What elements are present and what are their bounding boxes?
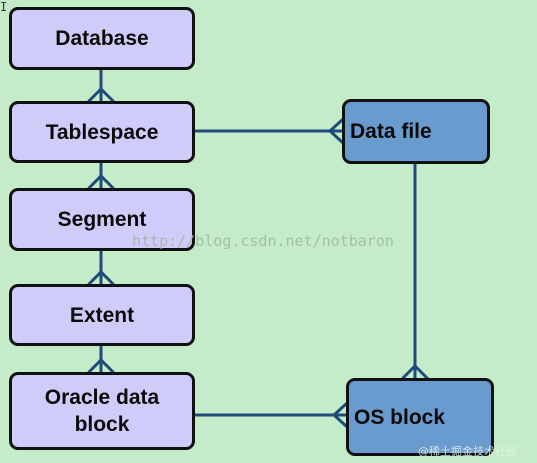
tablespace-label: Tablespace — [45, 120, 159, 144]
segment-box: Segment — [9, 188, 195, 251]
os-block-label: OS block — [354, 405, 446, 429]
crowfoot-datafile-left — [327, 118, 344, 144]
watermark-url: http://blog.csdn.net/notbaron — [132, 232, 394, 250]
os-block-box: OS block — [346, 378, 494, 456]
crowfoot-tablespace-top — [87, 86, 115, 103]
oracle-data-block-label-line1: Oracle data — [44, 386, 160, 409]
database-box: Database — [9, 7, 195, 70]
crowfoot-oracle-block-top — [87, 357, 115, 374]
text-cursor: I — [0, 0, 8, 14]
watermark-credit: @稀土掘金技术社区 — [418, 445, 517, 458]
data-file-label: Data file — [350, 120, 432, 143]
crowfoot-extent-top — [87, 269, 115, 286]
database-label: Database — [55, 27, 149, 50]
extent-box: Extent — [9, 284, 195, 346]
extent-label: Extent — [69, 303, 135, 327]
oracle-data-block-box: Oracle data block — [9, 372, 195, 450]
crowfoot-osblock-top — [401, 363, 429, 380]
crowfoot-segment-top — [87, 173, 115, 190]
segment-label: Segment — [57, 208, 147, 231]
oracle-data-block-label-line2: block — [74, 413, 130, 436]
data-file-box: Data file — [342, 99, 490, 164]
crowfoot-osblock-left — [331, 402, 348, 428]
tablespace-box: Tablespace — [9, 101, 195, 163]
